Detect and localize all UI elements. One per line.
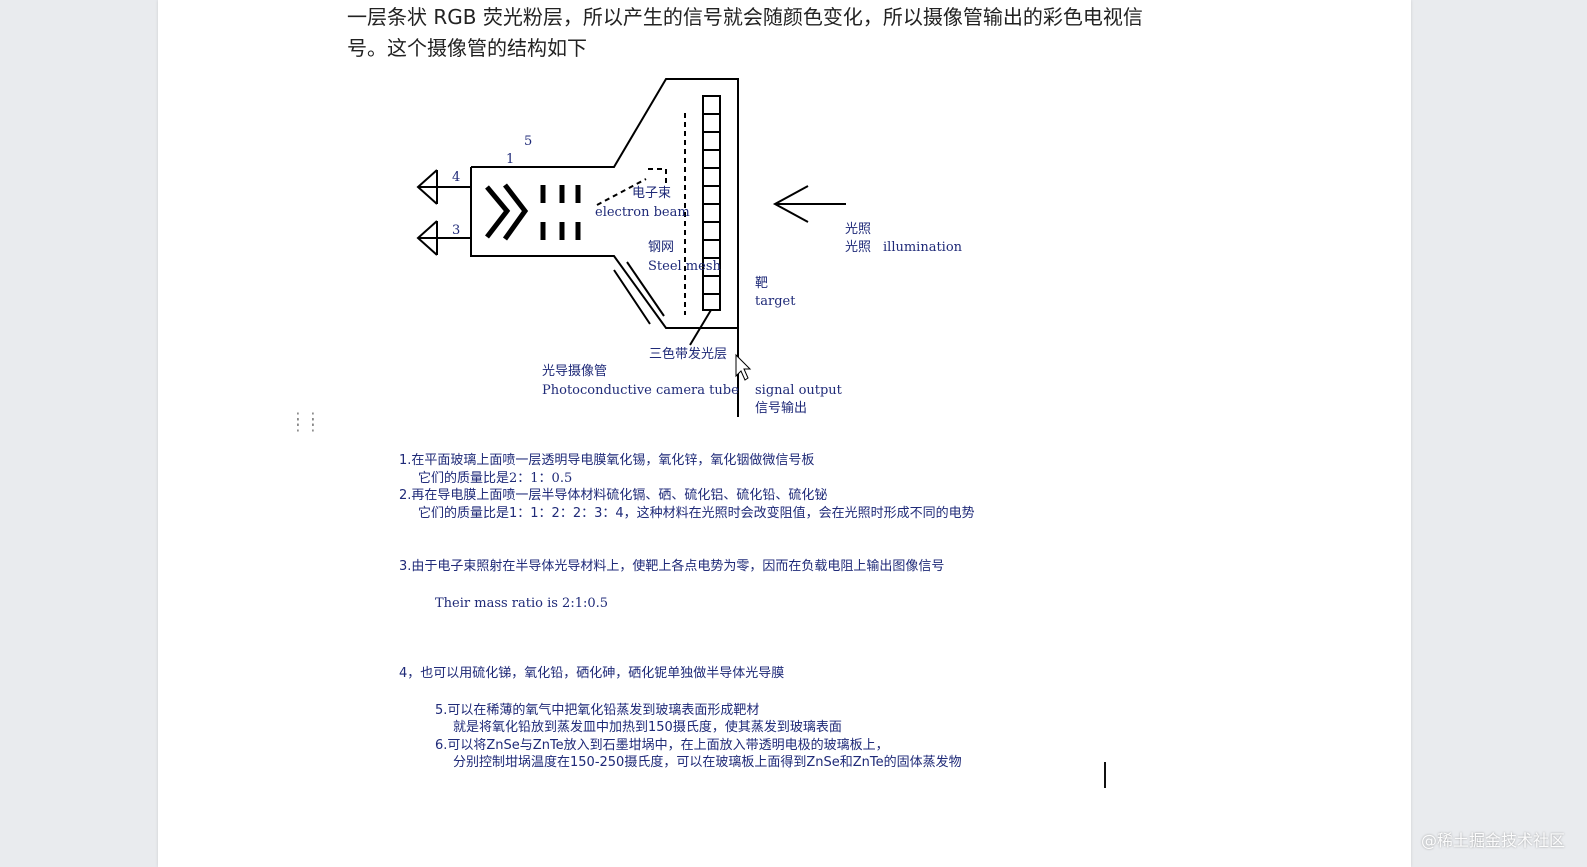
label-4: 4: [452, 170, 460, 185]
illumination-cn-label-2: 光照: [845, 240, 871, 255]
electron-beam-cn-label: 电子束: [632, 186, 671, 201]
tube-en-label: Photoconductive camera tube: [542, 383, 739, 398]
note-3-english: Their mass ratio is 2:1:0.5: [435, 596, 609, 611]
note-1: 1.在平面玻璃上面喷一层透明导电膜氧化锡，氧化锌，氧化铟做微信号板: [399, 453, 815, 468]
electron-gun: [485, 183, 581, 241]
note-2-ratio: 它们的质量比是1：1：2：2：3：4，这种材料在光照时会改变阻值，会在光照时形成…: [418, 506, 975, 521]
signal-output-en-label: signal output: [755, 383, 843, 398]
text-caret: [1104, 762, 1106, 788]
target-en-label: target: [755, 294, 796, 309]
intro-line-1: 一层条状 RGB 荧光粉层，所以产生的信号就会随颜色变化，所以摄像管输出的彩色电…: [347, 5, 1143, 29]
steel-mesh-cn-label: 钢网: [648, 240, 674, 255]
target-grid-lines: [703, 113, 720, 295]
note-2: 2.再在导电膜上面喷一层半导体材料硫化镉、硒、硫化铝、硫化铅、硫化铋: [399, 488, 828, 503]
intro-line-2: 号。这个摄像管的结构如下: [347, 36, 587, 60]
label-1: 1: [506, 152, 514, 167]
note-1-ratio: 它们的质量比是2：1：0.5: [418, 471, 573, 486]
steel-mesh-en-label: Steel mesh: [648, 259, 721, 274]
target-cn-label: 靶: [755, 276, 768, 291]
tube-outline: [416, 78, 846, 417]
note-5: 5.可以在稀薄的氧气中把氧化铅蒸发到玻璃表面形成靶材: [435, 703, 760, 718]
note-6: 6.可以将ZnSe与ZnTe放入到石墨坩埚中，在上面放入带透明电极的玻璃板上，: [435, 738, 889, 753]
illumination-cn-label: 光照: [845, 222, 871, 237]
beam-dashes: [596, 113, 686, 315]
tube-cn-label: 光导摄像管: [542, 364, 607, 379]
label-5: 5: [524, 134, 532, 149]
note-4: 4，也可以用硫化锑，氧化铅，硒化砷，硒化铌单独做半导体光导膜: [399, 666, 785, 681]
electron-beam-en-label: electron beam: [595, 205, 690, 220]
intro-paragraph[interactable]: 一层条状 RGB 荧光粉层，所以产生的信号就会随颜色变化，所以摄像管输出的彩色电…: [347, 2, 1247, 64]
watermark-text: @稀土掘金技术社区: [1420, 831, 1565, 850]
label-3: 3: [452, 223, 460, 238]
illumination-en-label: illumination: [883, 240, 963, 255]
note-6-detail: 分别控制坩埚温度在150-250摄氏度，可以在玻璃板上面得到ZnSe和ZnTe的…: [453, 755, 962, 770]
phosphor-layer-label: 三色带发光层: [649, 346, 727, 362]
note-5-detail: 就是将氧化铅放到蒸发皿中加热到150摄氏度，使其蒸发到玻璃表面: [453, 720, 842, 735]
document-page: [158, 0, 1411, 867]
mouse-pointer-icon: [735, 353, 752, 381]
note-3: 3.由于电子束照射在半导体光导材料上，使靶上各点电势为零，因而在负载电阻上输出图…: [399, 559, 945, 574]
signal-output-cn-label: 信号输出: [755, 400, 807, 416]
